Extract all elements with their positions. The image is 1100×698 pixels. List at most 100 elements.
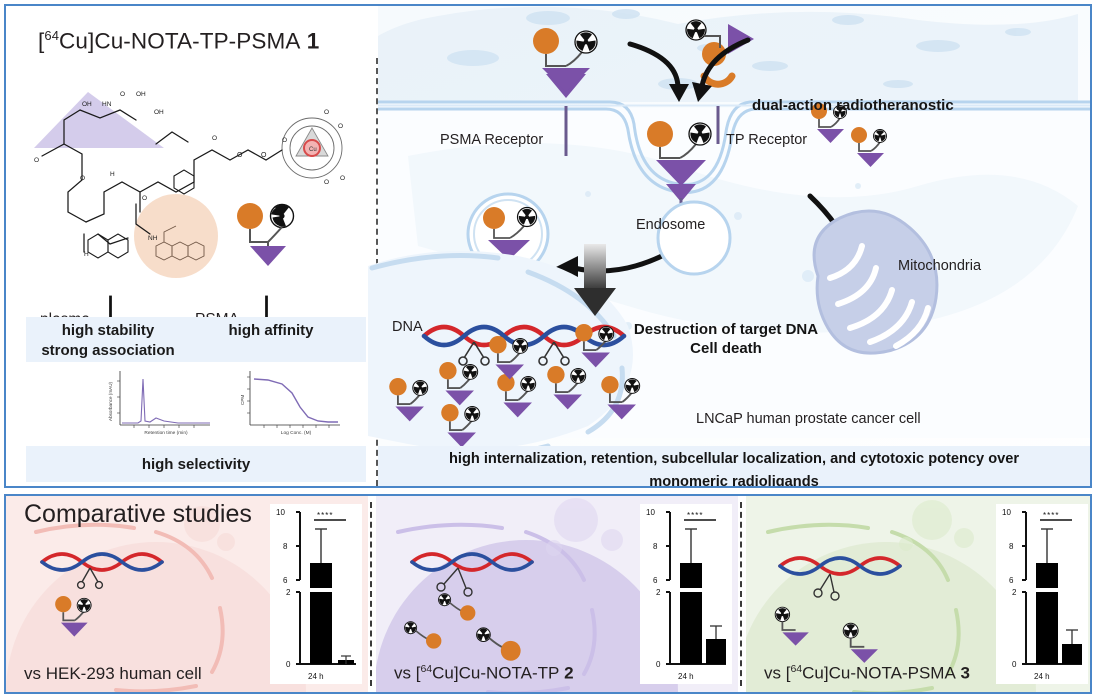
svg-text:****: **** [687, 511, 703, 520]
high-affinity-label: high affinity [228, 322, 314, 339]
comparison-divider-2 [740, 502, 742, 686]
cell-schematic-panel: PSMA Receptor TP Receptor dual-action ra… [368, 6, 1090, 486]
hplc-y-axis-label: Absorbance (mAU) [108, 381, 113, 421]
mitochondria-label: Mitochondria [898, 258, 982, 274]
bar-1a-upper [310, 563, 332, 588]
high-selectivity-label: high selectivity [141, 456, 251, 473]
upper-axis-3: 10 8 6 [1002, 508, 1027, 585]
bar-3a-lower [1036, 592, 1058, 664]
compound-title-bracket: [ [38, 28, 45, 54]
svg-text:2: 2 [1012, 588, 1017, 597]
svg-text:****: **** [317, 511, 333, 520]
svg-text:O: O [340, 175, 345, 182]
comparison-label-3-mid: Cu]Cu-NOTA-PSMA [802, 664, 956, 683]
svg-text:OH: OH [82, 101, 92, 108]
x-axis-label-1: 24 h [308, 672, 324, 681]
summary-line2: monomeric radioligands [649, 474, 819, 488]
comparison-divider-1 [370, 502, 372, 686]
comparison-panel-hek293: Comparative studies vs HEK-293 human cel… [6, 496, 368, 692]
svg-text:8: 8 [1009, 542, 1014, 551]
tp-aromatic-rings [155, 225, 205, 261]
bar-3b [1062, 644, 1082, 664]
destruction-line1: Destruction of target DNA [633, 321, 819, 338]
internalized-ligands [389, 324, 641, 448]
psma-cell-art [746, 500, 1036, 692]
mitochondrial-cristae [827, 243, 931, 349]
svg-text:8: 8 [283, 542, 288, 551]
x-axis-label-3: 24 h [1034, 672, 1050, 681]
comparison-panel-tp: vs [64Cu]Cu-NOTA-TP 2 10 8 6 [376, 496, 738, 692]
svg-text:OH: OH [154, 109, 164, 116]
binding-curve [253, 378, 338, 423]
compound-number: 1 [306, 28, 320, 54]
svg-text:10: 10 [276, 508, 285, 517]
cell-type-label: LNCaP human prostate cancer cell [696, 411, 921, 427]
compound-title-main: Cu]Cu-NOTA-TP-PSMA [59, 28, 301, 54]
svg-text:O: O [324, 179, 329, 186]
svg-text:H: H [84, 251, 89, 258]
upper-axis-1: 10 8 6 [276, 508, 301, 585]
compound-title-isotope: 64 [44, 28, 60, 43]
orange-circle-icon [237, 203, 263, 229]
bar-2a-lower [680, 592, 702, 664]
svg-text:0: 0 [286, 660, 291, 669]
svg-text:Cu: Cu [309, 147, 317, 153]
svg-text:****: **** [1043, 511, 1059, 520]
destruction-line2: Cell death [690, 340, 762, 357]
cyclohexyl-ring [173, 169, 195, 195]
compound-title: [64Cu]Cu-NOTA-TP-PSMA 1 [38, 28, 319, 55]
psma-motif-highlight [34, 92, 164, 148]
top-panel: [64Cu]Cu-NOTA-TP-PSMA 1 Cu [4, 4, 1092, 488]
radioligand-legend-icon [234, 202, 304, 268]
comparison-label-3-number: 3 [960, 664, 970, 683]
svg-text:O: O [142, 195, 147, 202]
chemical-structure-diagram: Cu [24, 84, 364, 278]
endosome-vesicle-right [656, 200, 732, 276]
bar-2a-upper [680, 563, 702, 588]
ligand-in-invagination [647, 121, 712, 238]
comparison-label-2-prefix: vs [ [394, 664, 421, 683]
hek293-cell-art [6, 506, 306, 692]
nuclear-entry-arrow [574, 244, 616, 316]
dual-action-label: dual-action radiotheranostic [752, 97, 954, 114]
cell-membrane-fragments [396, 522, 597, 692]
svg-text:O: O [120, 91, 125, 98]
dna-helix-small [40, 552, 164, 572]
comparison-label-2: vs [64Cu]Cu-NOTA-TP 2 [394, 663, 574, 684]
comparative-studies-panel: Comparative studies vs HEK-293 human cel… [4, 494, 1092, 694]
comparison-label-2-mid: Cu]Cu-NOTA-TP [432, 664, 560, 683]
svg-text:O: O [212, 135, 217, 142]
naphthalene-ring [87, 233, 129, 259]
svg-text:O: O [237, 152, 243, 159]
svg-text:O: O [34, 157, 39, 164]
nota-chelator [281, 117, 343, 179]
binding-x-axis-label: Log Conc. (M) [280, 431, 312, 436]
comparison-label-3-prefix: vs [ [764, 664, 791, 683]
cell-membrane-fragments [34, 522, 225, 692]
psma-receptor-label: PSMA Receptor [440, 132, 544, 148]
bar-chart-3: 10 8 6 **** 2 0 [996, 504, 1088, 684]
stability-affinity-band [26, 317, 366, 362]
svg-text:6: 6 [653, 576, 658, 585]
svg-text:HN: HN [102, 101, 112, 108]
extracellular-vesicle-specks [447, 9, 1031, 90]
svg-text:O: O [261, 152, 267, 159]
svg-text:0: 0 [1012, 660, 1017, 669]
x-axis-label-2: 24 h [678, 672, 694, 681]
high-stability-line2: strong association [41, 342, 175, 359]
dna-helix-small [778, 556, 902, 576]
free-chelate-fragments [404, 593, 521, 661]
comparison-label-1: vs HEK-293 human cell [24, 664, 202, 684]
cell-membrane-fragments [766, 522, 961, 692]
summary-line1: high internalization, retention, subcell… [448, 451, 1020, 467]
high-stability-line1: high stability [61, 322, 155, 339]
comparison-label-2-number: 2 [564, 664, 574, 683]
bar-3a-upper [1036, 563, 1058, 588]
svg-text:H: H [110, 171, 115, 178]
comparison-label-2-isotope: 64 [420, 663, 433, 676]
ligand-on-psma-receptor [533, 28, 598, 92]
upper-axis-2: 10 8 6 [646, 508, 671, 585]
high-stability-label: high stability strong association [28, 321, 188, 361]
mitochondria-organelle [811, 103, 939, 355]
